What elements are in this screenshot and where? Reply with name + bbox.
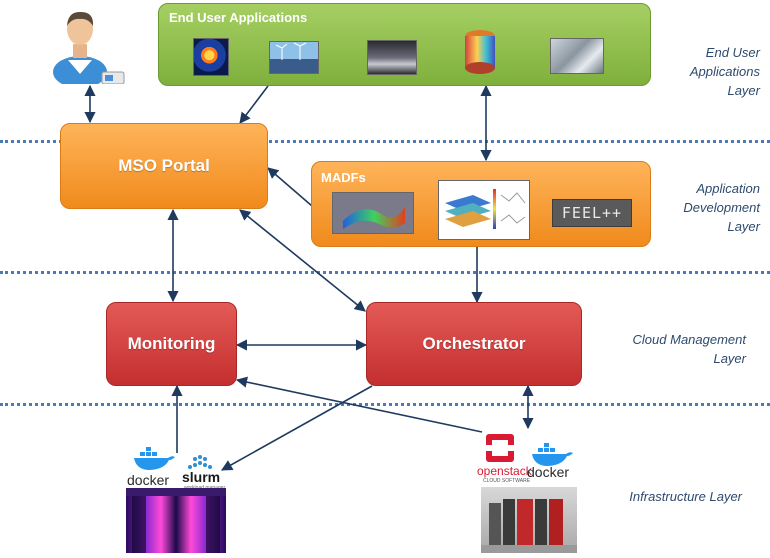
monitoring-box: Monitoring bbox=[106, 302, 237, 386]
arrow-apps-portal bbox=[239, 85, 269, 124]
madfs-title: MADFs bbox=[321, 170, 366, 185]
end-user-applications-title: End User Applications bbox=[169, 10, 308, 25]
cloud-management-layer-label: Cloud Management Layer bbox=[632, 332, 746, 366]
docker-whale-icon-left bbox=[132, 446, 176, 472]
layer-separator-3 bbox=[0, 403, 770, 406]
server-room-photo bbox=[481, 487, 577, 553]
arrow-cloud-monitoring bbox=[235, 376, 483, 433]
docker-label-right: docker bbox=[527, 464, 570, 480]
openstack-sublabel: CLOUD SOFTWARE bbox=[483, 478, 531, 484]
application-development-layer-label: Application Development Layer bbox=[683, 181, 760, 234]
madfs-box: MADFs FEEL++ bbox=[311, 161, 651, 247]
arrow-madfs-portal bbox=[267, 167, 313, 207]
layer-separator-2 bbox=[0, 271, 770, 274]
industrial-plant-thumbnail bbox=[550, 38, 604, 74]
feelpp-logo-text: FEEL++ bbox=[561, 204, 623, 222]
brain-imaging-thumbnail bbox=[193, 38, 229, 76]
wind-solar-thumbnail bbox=[269, 41, 319, 74]
slurm-label: slurm bbox=[182, 469, 221, 485]
docker-label-left: docker bbox=[127, 472, 170, 488]
openstack-label: openstack bbox=[477, 464, 532, 478]
orchestrator-box: Orchestrator bbox=[366, 302, 582, 386]
feelpp-logo: FEEL++ bbox=[552, 199, 632, 227]
reactor-cylinder-thumbnail bbox=[463, 28, 497, 78]
mso-portal-box: MSO Portal bbox=[60, 123, 268, 209]
end-user-applications-box: End User Applications bbox=[158, 3, 651, 86]
hpc-datacenter-photo bbox=[126, 488, 226, 553]
arrow-orchestrator-hpc bbox=[221, 385, 373, 471]
infrastructure-layer-label: Infrastructure Layer bbox=[629, 489, 742, 504]
arrow-portal-orchestrator bbox=[239, 209, 366, 312]
end-user-applications-layer-label: End User Applications Layer bbox=[689, 45, 760, 98]
user-icon bbox=[50, 4, 130, 88]
docker-whale-icon-right bbox=[530, 442, 574, 468]
layer-separator-1 bbox=[0, 140, 770, 143]
simulation-mesh-thumbnail bbox=[332, 192, 414, 234]
layered-plot-thumbnail bbox=[438, 180, 530, 240]
sky-clouds-thumbnail bbox=[367, 40, 417, 75]
openstack-logo-icon bbox=[485, 433, 515, 463]
slurm-logo-icon bbox=[186, 453, 216, 471]
